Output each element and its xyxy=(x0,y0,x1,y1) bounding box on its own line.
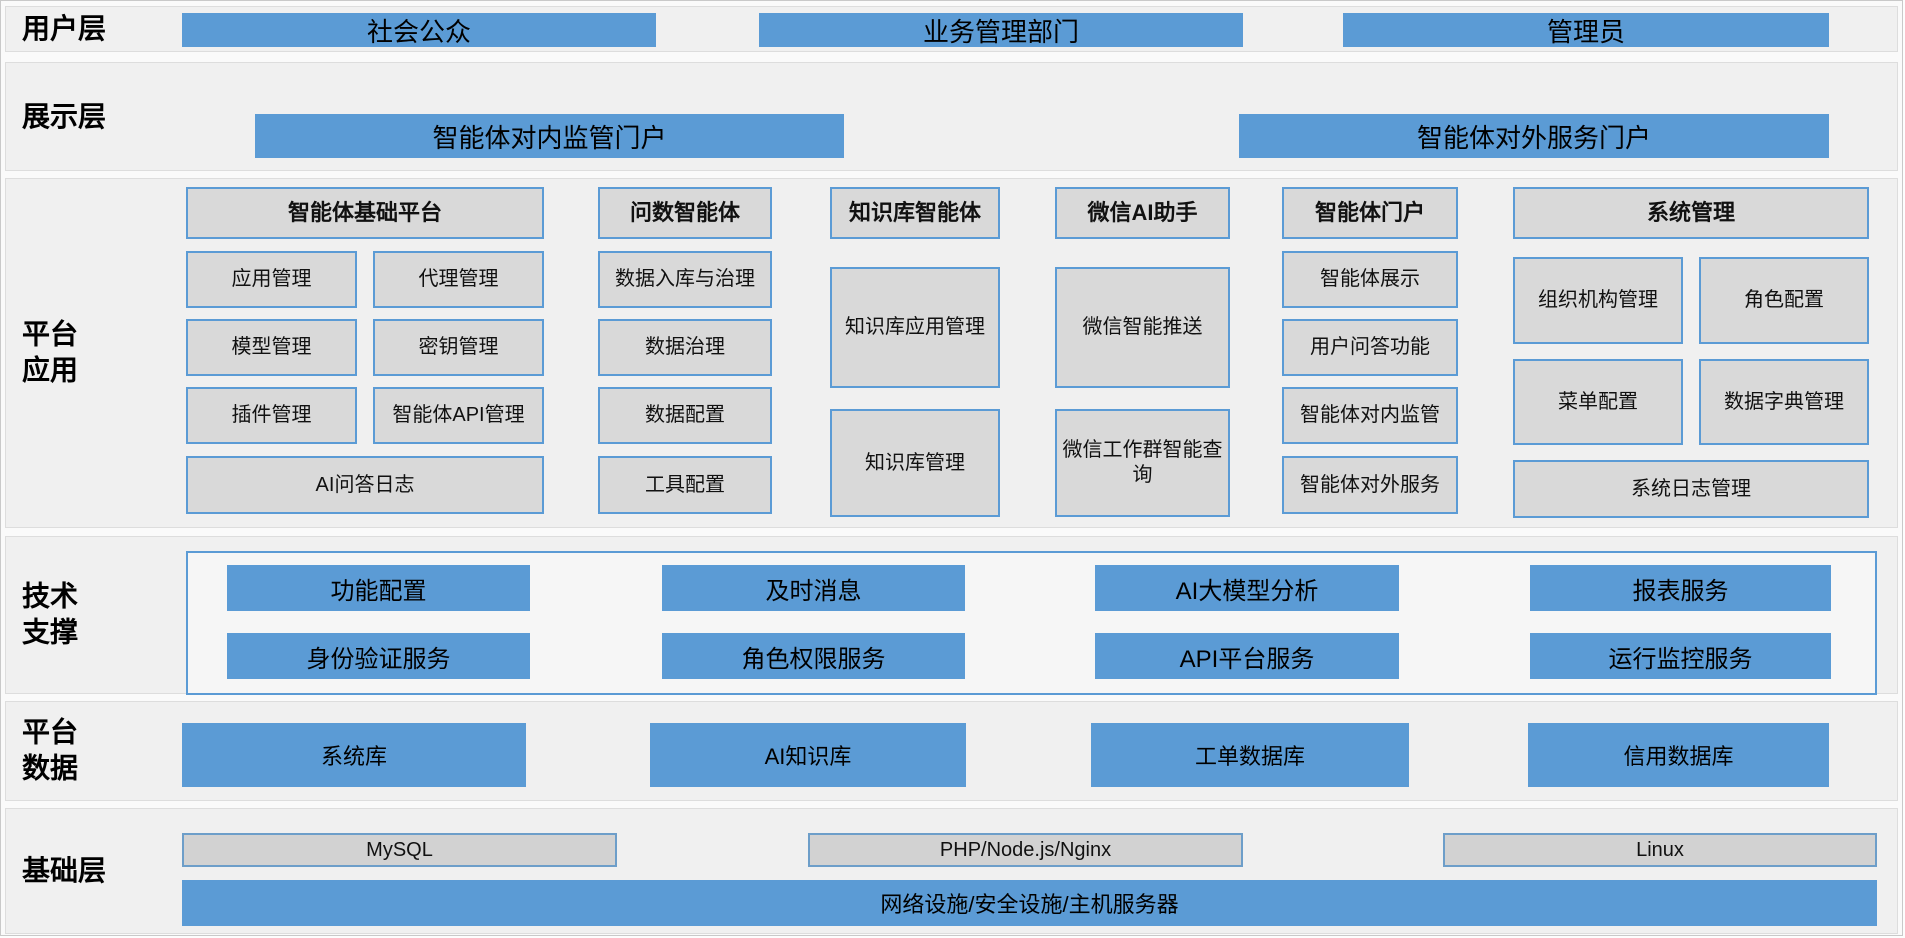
portal-bar: 智能体对内监管门户 xyxy=(255,114,844,158)
app-box: AI问答日志 xyxy=(186,456,544,514)
tech-service-bar: API平台服务 xyxy=(1095,633,1399,679)
tech-service-bar: 身份验证服务 xyxy=(227,633,530,679)
user-group-bar: 业务管理部门 xyxy=(759,13,1243,47)
app-box: 微信工作群智能查询 xyxy=(1055,409,1230,517)
layer-label-display: 展示层 xyxy=(22,100,107,132)
app-box: 组织机构管理 xyxy=(1513,257,1683,344)
column-header: 微信AI助手 xyxy=(1055,187,1230,239)
app-column: 系统管理组织机构管理角色配置菜单配置数据字典管理系统日志管理 xyxy=(1513,179,1869,527)
layer-label-user: 用户层 xyxy=(22,12,107,44)
app-box: 智能体对外服务 xyxy=(1282,456,1458,514)
app-box: 系统日志管理 xyxy=(1513,460,1869,518)
app-box: 数据字典管理 xyxy=(1699,359,1869,445)
app-box: 菜单配置 xyxy=(1513,359,1683,445)
column-header: 系统管理 xyxy=(1513,187,1869,239)
app-box: 应用管理 xyxy=(186,251,357,308)
tech-support-content: 功能配置 及时消息 AI大模型分析 报表服务身份验证服务 角色权限服务 API平台服务 运行… xyxy=(146,537,1897,695)
app-box: 知识库应用管理 xyxy=(830,267,1000,388)
database-bar: AI知识库 xyxy=(650,723,966,787)
column-header: 知识库智能体 xyxy=(830,187,1000,239)
infra-full-bar: 网络设施/安全设施/主机服务器 xyxy=(182,880,1877,926)
tech-service-bar: AI大模型分析 xyxy=(1095,565,1399,611)
layer-band-infrastructure: 基础层 MySQL PHP/Node.js/Nginx Linux 网络设施/安全设施… xyxy=(5,808,1898,934)
infra-box: PHP/Node.js/Nginx xyxy=(808,833,1243,867)
layer-label-platform-data: 平台 数据 xyxy=(22,716,79,784)
infra-box: Linux xyxy=(1443,833,1877,867)
column-header: 智能体基础平台 xyxy=(186,187,544,239)
app-box: 数据入库与治理 xyxy=(598,251,772,308)
tech-service-bar: 运行监控服务 xyxy=(1530,633,1831,679)
layer-band-platform-app: 平台 应用 智能体基础平台应用管理代理管理模型管理密钥管理插件管理智能体API管… xyxy=(5,178,1898,528)
layer-band-tech-support: 技术 支撑 功能配置 及时消息 AI大模型分析 报表服务身份验证服务 角色权限服务 API… xyxy=(5,536,1898,695)
app-box: 智能体对内监管 xyxy=(1282,387,1458,444)
app-box: 密钥管理 xyxy=(373,319,544,376)
infrastructure-content: MySQL PHP/Node.js/Nginx Linux 网络设施/安全设施/主机服… xyxy=(146,809,1897,933)
app-column: 微信AI助手微信智能推送微信工作群智能查询 xyxy=(1055,179,1230,527)
app-box: 微信智能推送 xyxy=(1055,267,1230,388)
user-layer-content: 社会公众 业务管理部门 管理员 xyxy=(146,7,1897,51)
column-header: 问数智能体 xyxy=(598,187,772,239)
app-column: 智能体基础平台应用管理代理管理模型管理密钥管理插件管理智能体API管理 AI问答日… xyxy=(186,179,544,527)
database-bar: 系统库 xyxy=(182,723,526,787)
platform-app-content: 智能体基础平台应用管理代理管理模型管理密钥管理插件管理智能体API管理 AI问答日… xyxy=(146,179,1897,527)
app-box: 插件管理 xyxy=(186,387,357,444)
tech-service-bar: 及时消息 xyxy=(662,565,965,611)
app-box: 代理管理 xyxy=(373,251,544,308)
layer-label-tech-support: 技术 支撑 xyxy=(22,580,79,648)
portal-bar: 智能体对外服务门户 xyxy=(1239,114,1829,158)
layer-label-platform-app: 平台 应用 xyxy=(22,318,79,386)
database-bar: 信用数据库 xyxy=(1528,723,1829,787)
app-box: 角色配置 xyxy=(1699,257,1869,344)
column-header: 智能体门户 xyxy=(1282,187,1458,239)
app-box: 知识库管理 xyxy=(830,409,1000,517)
infra-box: MySQL xyxy=(182,833,617,867)
app-box: 数据治理 xyxy=(598,319,772,376)
tech-service-bar: 角色权限服务 xyxy=(662,633,965,679)
app-column: 智能体门户智能体展示用户问答功能智能体对内监管智能体对外服务 xyxy=(1282,179,1458,527)
app-box: 智能体API管理 xyxy=(373,387,544,444)
app-box: 智能体展示 xyxy=(1282,251,1458,308)
app-box: 工具配置 xyxy=(598,456,772,514)
app-box: 模型管理 xyxy=(186,319,357,376)
layer-band-platform-data: 平台 数据 系统库 AI知识库 工单数据库 信用数据库 xyxy=(5,701,1898,801)
tech-support-frame: 功能配置 及时消息 AI大模型分析 报表服务身份验证服务 角色权限服务 API平台服务 运行… xyxy=(186,551,1877,695)
layer-label-infrastructure: 基础层 xyxy=(22,854,107,886)
tech-service-bar: 报表服务 xyxy=(1530,565,1831,611)
display-layer-content: 智能体对内监管门户 智能体对外服务门户 xyxy=(146,63,1897,170)
app-column: 知识库智能体知识库应用管理知识库管理 xyxy=(830,179,1000,527)
app-box: 数据配置 xyxy=(598,387,772,444)
layer-band-user: 用户层 社会公众 业务管理部门 管理员 xyxy=(5,6,1898,52)
user-group-bar: 社会公众 xyxy=(182,13,656,47)
database-bar: 工单数据库 xyxy=(1091,723,1409,787)
app-box: 用户问答功能 xyxy=(1282,319,1458,376)
layer-band-display: 展示层 智能体对内监管门户 智能体对外服务门户 xyxy=(5,62,1898,171)
user-group-bar: 管理员 xyxy=(1343,13,1829,47)
platform-data-content: 系统库 AI知识库 工单数据库 信用数据库 xyxy=(146,702,1897,800)
app-column: 问数智能体数据入库与治理数据治理数据配置工具配置 xyxy=(598,179,772,527)
tech-service-bar: 功能配置 xyxy=(227,565,530,611)
